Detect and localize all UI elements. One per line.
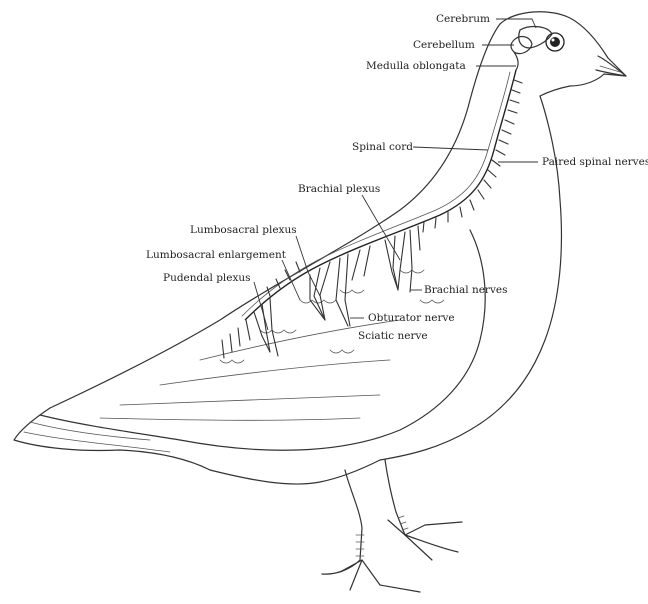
label-pudendal-plexus: Pudendal plexus	[163, 272, 251, 284]
wing-coverts-3	[120, 395, 380, 405]
wing-coverts-2	[160, 360, 390, 385]
eye-pupil	[550, 37, 560, 47]
label-spinal-cord: Spinal cord	[352, 141, 413, 153]
belly-outline	[210, 460, 380, 484]
medulla-shape	[514, 52, 518, 70]
leader-pudendal-plexus	[254, 282, 268, 330]
spinal-cord-path	[245, 70, 516, 320]
wing-coverts-4	[100, 418, 360, 420]
label-lumbosacral-plexus: Lumbosacral plexus	[190, 224, 297, 236]
leg-right	[385, 460, 458, 552]
leg-right-scales	[398, 516, 408, 530]
foot-left	[340, 560, 420, 592]
leader-spinal-cord	[413, 147, 488, 150]
brachial-plexus-nerves	[385, 226, 420, 292]
label-sciatic-nerve: Sciatic nerve	[358, 330, 428, 342]
pudendal-plexus-nerves	[222, 298, 278, 358]
label-paired-spinal-nerves: Paired spinal nerves	[542, 156, 648, 168]
label-cerebrum: Cerebrum	[436, 13, 490, 25]
lumbosacral-plexus-nerves	[310, 246, 370, 326]
label-obturator-nerve: Obturator nerve	[368, 312, 455, 324]
bird-illustration	[14, 12, 626, 592]
leader-brachial-plexus	[362, 195, 400, 260]
eye-highlight	[552, 39, 555, 42]
leg-left	[322, 470, 362, 574]
back-outline	[50, 24, 500, 408]
foot-right	[388, 520, 462, 560]
labels: Cerebrum Cerebellum Medulla oblongata Sp…	[146, 13, 648, 342]
label-brachial-nerves: Brachial nerves	[424, 284, 507, 296]
tail-outline	[14, 408, 210, 470]
label-brachial-plexus: Brachial plexus	[298, 183, 380, 195]
label-cerebellum: Cerebellum	[413, 39, 475, 51]
label-medulla-oblongata: Medulla oblongata	[366, 60, 466, 72]
label-lumbosacral-enlargement: Lumbosacral enlargement	[146, 249, 287, 261]
